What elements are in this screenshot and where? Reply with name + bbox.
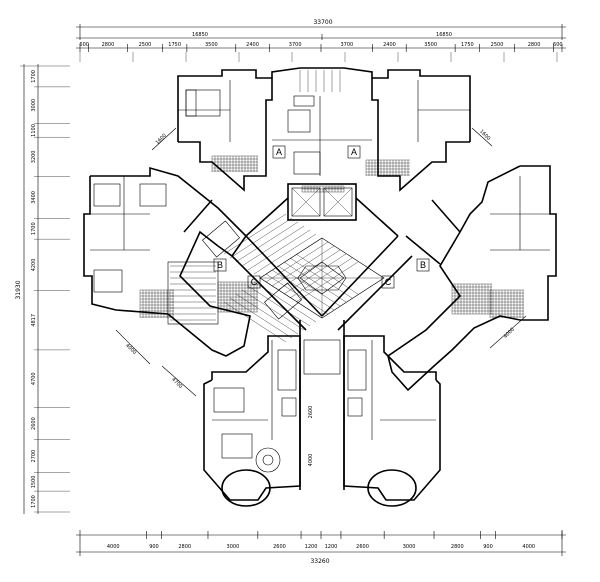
furniture <box>93 70 341 473</box>
left-segment-label: 3200 <box>31 151 37 164</box>
left-segment-label: 2700 <box>31 450 37 463</box>
elevator-core <box>291 187 353 217</box>
interior-partitions <box>90 80 550 440</box>
top-segment-label: 2800 <box>102 42 115 48</box>
top-segment-label: 1750 <box>461 42 474 48</box>
top-segment-label: 2500 <box>491 42 504 48</box>
left-segment-label: 4200 <box>31 259 37 272</box>
central-lobby <box>223 213 385 343</box>
top-segment-label: 600 <box>79 42 89 48</box>
left-dimension-chain: 1700 3000 1100 3200 3400 1700 4200 4817 4700 2600… <box>15 64 70 514</box>
top-segment-label: 3700 <box>289 42 302 48</box>
top-segment-label: 2800 <box>528 42 541 48</box>
bottom-segment-label: 2600 <box>273 544 286 550</box>
bottom-segment-label: 3000 <box>227 544 240 550</box>
corridor-dim: 2600 <box>308 406 314 419</box>
bottom-segment-label: 4000 <box>522 544 535 550</box>
top-left-half-dimension: 16850 <box>192 32 208 38</box>
bottom-total-dimension: 33260 <box>310 558 329 565</box>
top-dimension-chain: 33700 16850 16850 600 2800 2500 1750 3500 240… <box>76 19 566 62</box>
unit-tag-b-left: B <box>217 260 223 270</box>
left-segment-label: 4700 <box>31 372 37 385</box>
left-segment-label: 1700 <box>31 495 37 508</box>
unit-tag-c-left: C <box>251 277 258 287</box>
top-segment-label: 2400 <box>383 42 396 48</box>
unit-tag-b-right: B <box>420 260 426 270</box>
diag-dim-4: 4700 <box>170 377 183 390</box>
top-segment-label: 1750 <box>168 42 181 48</box>
bottom-segment-label: 4000 <box>107 544 120 550</box>
top-total-dimension: 33700 <box>313 19 332 26</box>
left-segment-label: 2600 <box>31 417 37 430</box>
top-segment-label: 3500 <box>205 42 218 48</box>
bottom-segment-label: 1200 <box>305 544 318 550</box>
left-segment-label: 3000 <box>31 99 37 112</box>
bottom-segment-label: 900 <box>483 544 493 550</box>
bottom-segment-label: 2600 <box>356 544 369 550</box>
unit-tag-c-right: C <box>385 277 392 287</box>
top-segment-label: 3500 <box>424 42 437 48</box>
left-segment-label: 4817 <box>31 314 37 327</box>
left-segment-label: 1700 <box>31 70 37 83</box>
corridor-dim-2: 4000 <box>308 454 314 467</box>
building-walls <box>83 67 557 507</box>
top-segment-label: 3700 <box>340 42 353 48</box>
diag-dim-1: 1600 <box>155 133 168 146</box>
top-segment-label: 600 <box>553 42 563 48</box>
top-right-half-dimension: 16850 <box>436 32 452 38</box>
unit-tag-a-right: A <box>351 147 357 157</box>
bottom-segment-label: 1200 <box>325 544 338 550</box>
unit-tag-a-left: A <box>276 147 282 157</box>
diag-dim-3: 4000 <box>124 343 137 356</box>
diagonal-walls <box>183 197 461 331</box>
top-segment-label: 2500 <box>139 42 152 48</box>
left-segment-label: 3400 <box>31 191 37 204</box>
top-segment-label: 2400 <box>246 42 259 48</box>
left-segment-label: 1700 <box>31 222 37 235</box>
left-total-dimension: 31930 <box>15 280 22 299</box>
balcony-hatching <box>139 155 524 318</box>
diagonal-dimensions: 1600 1600 4000 4700 4000 2600 4000 <box>115 127 527 467</box>
bottom-dimension-chain: 4000 900 2800 3000 2600 1200 1200 2600 3000 2800 9… <box>76 530 566 565</box>
bottom-segment-label: 2800 <box>178 544 191 550</box>
bottom-segment-label: 900 <box>149 544 159 550</box>
bottom-segment-label: 2800 <box>451 544 464 550</box>
bottom-segment-label: 3000 <box>403 544 416 550</box>
left-segment-label: 1500 <box>31 476 37 489</box>
unit-tags: A A B B C C <box>213 145 430 289</box>
left-segment-label: 1100 <box>31 124 37 137</box>
diag-dim-5: 4000 <box>503 327 516 340</box>
